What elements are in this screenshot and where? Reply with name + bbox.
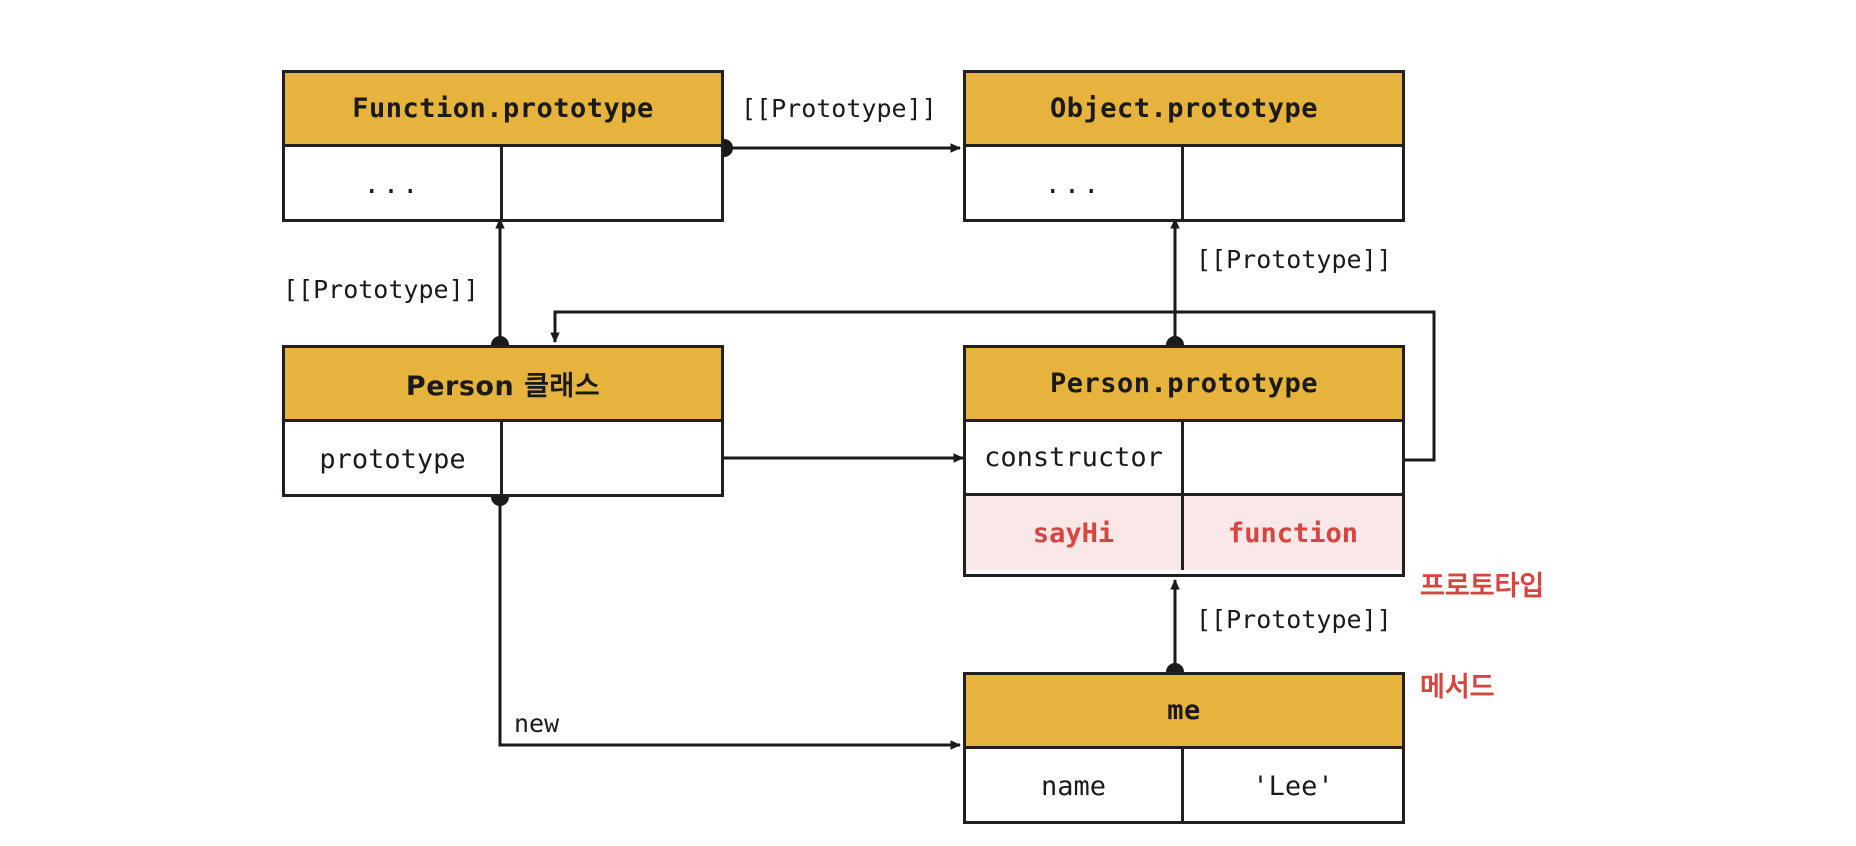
box-object-prototype-title: Object.prototype bbox=[966, 73, 1402, 147]
annotation-line-2: 메서드 bbox=[1420, 671, 1495, 703]
cell-key: constructor bbox=[966, 422, 1184, 493]
annotation-line-1: 프로토타입 bbox=[1420, 570, 1545, 602]
edge-me-to-person-prototype bbox=[1166, 579, 1184, 681]
box-me[interactable]: me name 'Lee' bbox=[963, 672, 1405, 824]
cell-value: 'Lee' bbox=[1252, 770, 1334, 802]
cell-key: ... bbox=[966, 147, 1184, 221]
cell-value bbox=[503, 147, 721, 221]
edge-label-person-class-to-function-prototype: [[Prototype]] bbox=[277, 275, 485, 304]
edge-new-to-me bbox=[491, 488, 961, 750]
box-function-prototype[interactable]: Function.prototype ... bbox=[282, 70, 724, 222]
edge-label-me-to-person-prototype: [[Prototype]] bbox=[1190, 605, 1398, 634]
table-row: ... bbox=[285, 147, 721, 221]
box-object-prototype[interactable]: Object.prototype ... bbox=[963, 70, 1405, 222]
cell-key: ... bbox=[285, 147, 503, 221]
table-row: constructor bbox=[966, 422, 1402, 496]
cell-key: sayHi bbox=[966, 496, 1184, 570]
box-person-prototype[interactable]: Person.prototype constructor sayHi funct… bbox=[963, 345, 1405, 577]
cell-value bbox=[503, 422, 721, 496]
table-row-prototype-method: sayHi function bbox=[966, 496, 1402, 570]
cell-value: function bbox=[1227, 517, 1359, 549]
edge-label-person-prototype-to-object-prototype: [[Prototype]] bbox=[1190, 245, 1398, 274]
box-function-prototype-title: Function.prototype bbox=[285, 73, 721, 147]
edge-person-prototype-to-object-prototype bbox=[1166, 218, 1184, 354]
edge-function-prototype-to-object-prototype bbox=[715, 139, 961, 157]
edge-label-new: new bbox=[508, 709, 566, 738]
box-person-prototype-title: Person.prototype bbox=[966, 348, 1402, 422]
table-row: prototype bbox=[285, 422, 721, 496]
edge-person-class-to-function-prototype bbox=[491, 218, 509, 354]
table-row: ... bbox=[966, 147, 1402, 221]
cell-value bbox=[1184, 147, 1402, 221]
cell-value bbox=[1184, 422, 1402, 493]
edge-label-function-to-object: [[Prototype]] bbox=[735, 94, 943, 123]
annotation-prototype-method: 프로토타입 메서드 bbox=[1420, 502, 1544, 772]
box-me-title: me bbox=[966, 675, 1402, 749]
box-person-class[interactable]: Person 클래스 prototype bbox=[282, 345, 724, 497]
cell-key: name bbox=[966, 749, 1184, 823]
box-person-class-title: Person 클래스 bbox=[285, 348, 721, 422]
cell-key: prototype bbox=[285, 422, 503, 496]
table-row: name 'Lee' bbox=[966, 749, 1402, 823]
